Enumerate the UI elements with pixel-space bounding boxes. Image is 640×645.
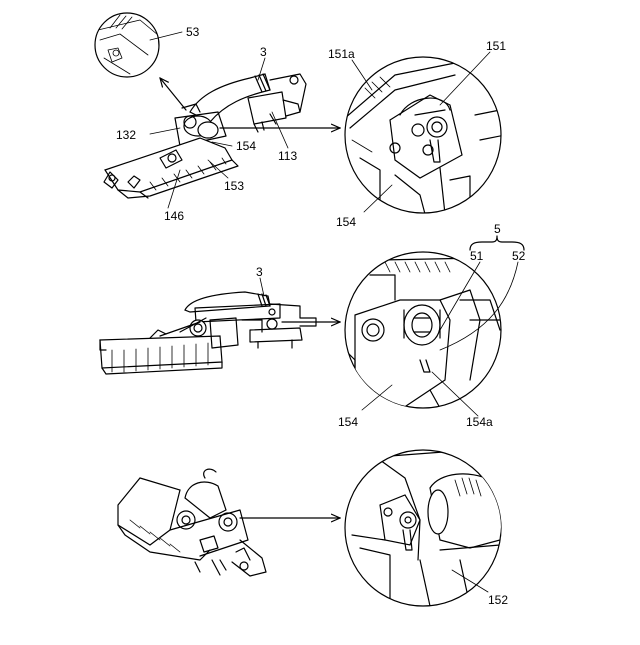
bottom-figure: 152 xyxy=(118,450,508,607)
label-146: 146 xyxy=(164,209,184,223)
detail-circle-top xyxy=(345,57,505,214)
arrow-to-inset xyxy=(160,78,186,110)
machine-side-view xyxy=(100,292,316,374)
label-153: 153 xyxy=(224,179,244,193)
label-154-detail-top: 154 xyxy=(336,215,356,229)
detail-circle-bottom xyxy=(345,450,505,606)
label-3-middle: 3 xyxy=(256,265,263,279)
label-113: 113 xyxy=(278,149,297,163)
label-151a: 151a xyxy=(328,47,355,61)
label-152: 152 xyxy=(488,593,508,607)
leader-132 xyxy=(150,128,180,134)
leader-3-middle xyxy=(260,278,264,296)
leader-152 xyxy=(452,570,488,592)
label-154a: 154a xyxy=(466,415,493,429)
inset-53-circle xyxy=(95,13,160,77)
label-151: 151 xyxy=(486,39,506,53)
leader-151 xyxy=(440,52,490,105)
label-132: 132 xyxy=(116,128,136,142)
detail-circle-middle xyxy=(345,252,501,410)
brace-5 xyxy=(470,236,524,250)
label-53: 53 xyxy=(186,25,200,39)
top-figure: 53 3 151a 151 132 154 113 153 146 154 xyxy=(95,13,506,229)
leader-154a xyxy=(432,372,478,416)
middle-figure: 5 51 52 xyxy=(100,222,526,429)
label-3-top: 3 xyxy=(260,45,267,59)
label-154-top: 154 xyxy=(236,139,256,153)
leader-53 xyxy=(150,32,182,40)
label-52: 52 xyxy=(512,249,526,263)
machine-rear-view xyxy=(118,469,266,576)
leader-154-detail xyxy=(364,185,392,212)
label-51: 51 xyxy=(470,249,484,263)
label-5: 5 xyxy=(494,222,501,236)
label-154-middle: 154 xyxy=(338,415,358,429)
